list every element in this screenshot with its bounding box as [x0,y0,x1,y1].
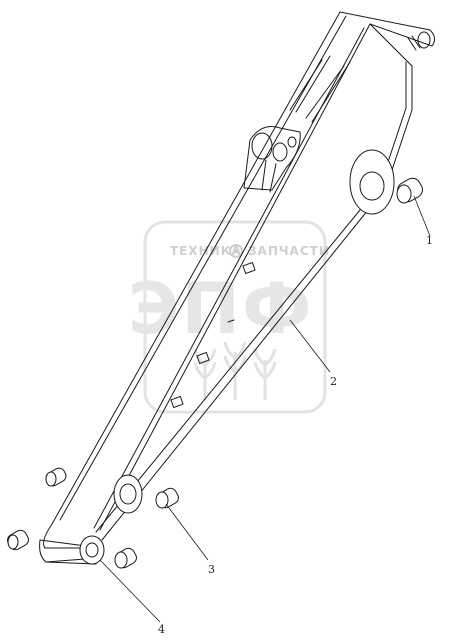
watermark: ТЕХНИКА ЗАПЧАСТИ ЭПФ [128,220,330,414]
svg-text:2: 2 [330,375,337,388]
callout-2: 2 [289,319,337,388]
watermark-logo: ЭПФ [128,268,313,350]
upper-pin-boss [349,149,395,215]
link-bracket [243,126,301,193]
svg-text:4: 4 [158,623,165,636]
watermark-frame [143,220,327,414]
callout-1: 1 [413,195,433,247]
bushing-item-3 [155,487,179,509]
wheat-icon [193,341,277,400]
arm-body [39,11,436,565]
callout-3: 3 [165,503,215,576]
bushing-left-top [45,467,67,487]
bottom-pin-boss [79,535,105,565]
svg-text:1: 1 [426,234,433,247]
svg-text:3: 3 [208,563,215,576]
gear-icon [229,244,243,258]
watermark-text-right: ЗАПЧАСТИ [248,244,330,258]
bushing-item-1 [396,177,423,204]
bushing-item-4 [114,547,137,569]
bushing-left-bottom [7,529,29,551]
middle-pin-boss [113,474,143,514]
callout-4: 4 [99,559,165,636]
